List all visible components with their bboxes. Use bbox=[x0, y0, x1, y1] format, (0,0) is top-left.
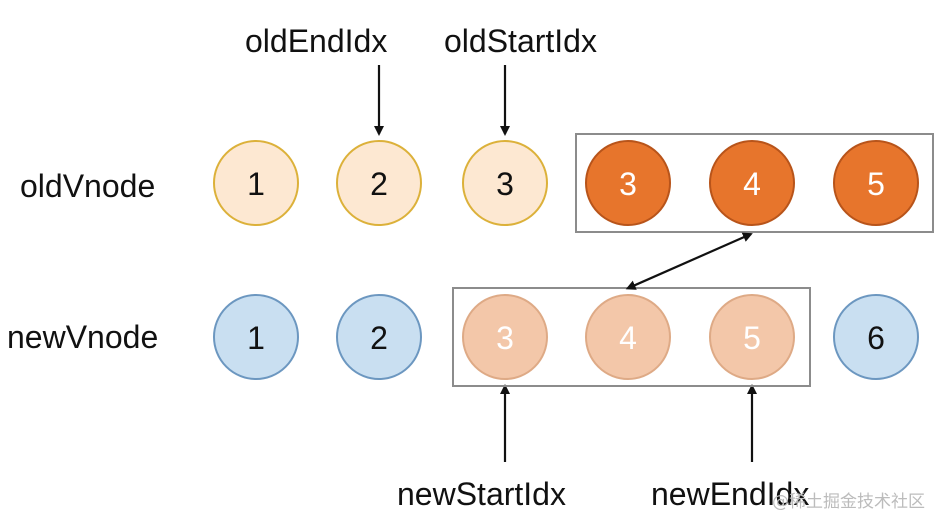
old-vnode-value: 4 bbox=[743, 166, 761, 202]
old-start-idx-label: oldStartIdx bbox=[444, 23, 597, 59]
old-vnode-5: 4 bbox=[709, 140, 795, 226]
old-vnode-circle bbox=[585, 140, 671, 226]
old-vnode-circle bbox=[336, 140, 422, 226]
old-matched-group-box bbox=[575, 133, 934, 233]
new-vnode-circle bbox=[213, 294, 299, 380]
old-vnode-circle bbox=[213, 140, 299, 226]
watermark: @稀土掘金技术社区 bbox=[772, 492, 925, 512]
old-vnode-circle bbox=[833, 140, 919, 226]
new-end-idx-label: newEndIdx bbox=[651, 476, 809, 512]
new-vnode-circle bbox=[585, 294, 671, 380]
new-vnode-label: newVnode bbox=[7, 319, 158, 355]
new-vnode-value: 5 bbox=[743, 320, 761, 356]
new-vnode-circle bbox=[462, 294, 548, 380]
group-mapping-arrow bbox=[625, 232, 753, 290]
new-vnode-row: 1 2 3 4 5 6 bbox=[213, 294, 919, 380]
new-vnode-value: 2 bbox=[370, 320, 388, 356]
old-vnode-label: oldVnode bbox=[20, 168, 155, 204]
new-vnode-6: 6 bbox=[833, 294, 919, 380]
old-vnode-2: 2 bbox=[336, 140, 422, 226]
old-vnode-circle bbox=[462, 140, 548, 226]
old-vnode-3: 3 bbox=[462, 140, 548, 226]
new-vnode-3: 3 bbox=[462, 294, 548, 380]
new-vnode-circle bbox=[833, 294, 919, 380]
old-vnode-row: 1 2 3 3 4 5 bbox=[213, 140, 919, 226]
old-vnode-value: 5 bbox=[867, 166, 885, 202]
old-vnode-value: 1 bbox=[247, 166, 265, 202]
new-vnode-value: 3 bbox=[496, 320, 514, 356]
old-vnode-6: 5 bbox=[833, 140, 919, 226]
new-vnode-value: 1 bbox=[247, 320, 265, 356]
new-vnode-value: 6 bbox=[867, 320, 885, 356]
new-vnode-5: 5 bbox=[709, 294, 795, 380]
new-vnode-circle bbox=[709, 294, 795, 380]
old-vnode-value: 2 bbox=[370, 166, 388, 202]
new-vnode-value: 4 bbox=[619, 320, 637, 356]
old-vnode-circle bbox=[709, 140, 795, 226]
new-vnode-4: 4 bbox=[585, 294, 671, 380]
old-vnode-value: 3 bbox=[619, 166, 637, 202]
old-vnode-value: 3 bbox=[496, 166, 514, 202]
old-vnode-1: 1 bbox=[213, 140, 299, 226]
old-vnode-4: 3 bbox=[585, 140, 671, 226]
new-vnode-2: 2 bbox=[336, 294, 422, 380]
new-vnode-1: 1 bbox=[213, 294, 299, 380]
old-end-idx-label: oldEndIdx bbox=[245, 23, 387, 59]
new-start-idx-label: newStartIdx bbox=[397, 476, 566, 512]
new-vnode-circle bbox=[336, 294, 422, 380]
